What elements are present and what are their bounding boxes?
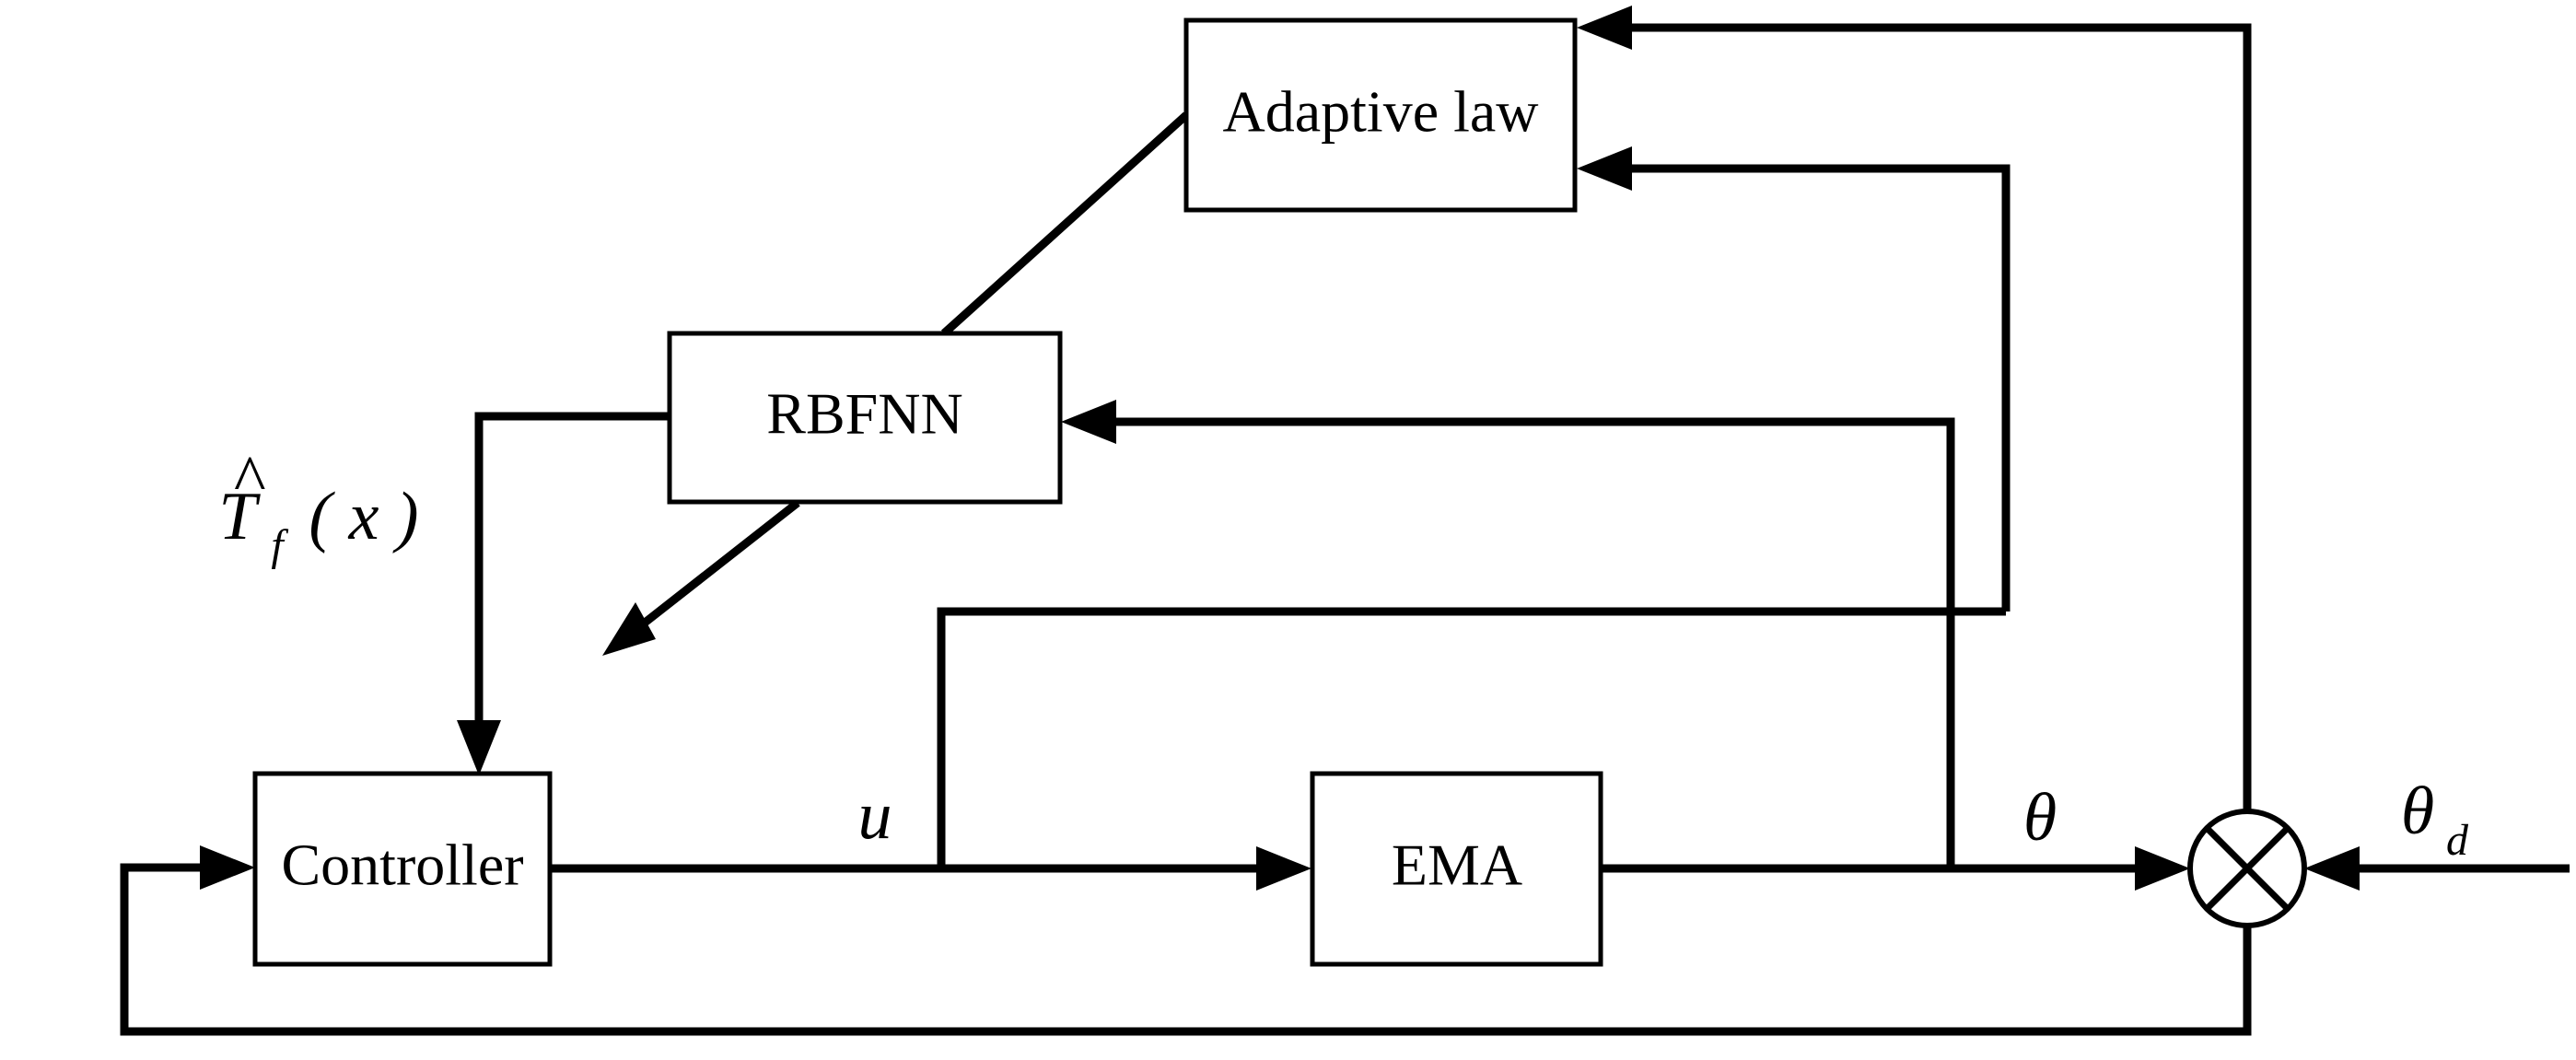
wire-rbfnn-diagonal-output — [633, 499, 800, 634]
label-reference-subscript: d — [2446, 816, 2469, 865]
arrowhead-adaptive-law-input-bottom — [1577, 146, 1632, 191]
block-layer: Adaptive law RBFNN Controller EMA — [252, 17, 1603, 967]
summing-junction[interactable] — [2187, 809, 2307, 928]
label-friction-estimate-T: T — [218, 479, 261, 554]
arrowhead-rbfnn-diagonal-output — [602, 602, 656, 656]
arrowhead-summing-junction-input-left — [2135, 846, 2190, 891]
label-plant-output-theta: θ — [2023, 780, 2057, 856]
label-friction-estimate-arg: ( x ) — [309, 479, 418, 554]
block-controller-label: Controller — [281, 833, 523, 898]
label-reference-theta-d: θ d — [2401, 774, 2469, 865]
wire-u-tap-bus — [937, 607, 2006, 868]
block-rbfnn-rect — [667, 331, 1063, 505]
wire-layer — [120, 6, 2570, 1036]
label-control-input-u: u — [858, 778, 892, 854]
block-rbfnn[interactable]: RBFNN — [667, 331, 1063, 505]
label-friction-estimate-hat: ^ — [232, 442, 265, 518]
arrowhead-controller-input-top — [457, 720, 501, 775]
wire-error-feedback-to-controller — [120, 863, 2252, 1036]
block-controller-rect — [252, 771, 553, 967]
arrowhead-rbfnn-input-right — [1061, 400, 1116, 444]
arrowhead-controller-input-left — [200, 845, 255, 890]
wire-theta-bus-to-adaptive-law — [1621, 164, 2011, 612]
block-ema[interactable]: EMA — [1310, 771, 1603, 967]
arrowhead-ema-input — [1256, 846, 1311, 891]
block-controller[interactable]: Controller — [252, 771, 553, 967]
label-reference-theta: θ — [2401, 774, 2434, 849]
block-adaptive-law-rect — [1183, 17, 1578, 213]
block-ema-label: EMA — [1392, 833, 1522, 898]
arrowhead-adaptive-law-input-top — [1577, 6, 1632, 50]
arrowhead-summing-junction-input-right — [2304, 846, 2360, 891]
signal-label-layer: T ^ f ( x ) u θ θ d — [218, 442, 2469, 865]
block-ema-rect — [1310, 771, 1603, 967]
label-friction-estimate-subscript: f — [271, 521, 288, 570]
wire-rbfnn-to-controller — [474, 412, 670, 729]
label-friction-estimate: T ^ f ( x ) — [218, 442, 418, 570]
wire-rbfnn-to-adaptive-law — [940, 111, 1190, 337]
block-adaptive-law[interactable]: Adaptive law — [1183, 17, 1578, 213]
block-rbfnn-label: RBFNN — [766, 381, 962, 447]
wire-sum-to-adaptive-law — [1621, 23, 2252, 811]
wire-theta-tap-to-rbfnn — [1105, 417, 1955, 868]
summing-junction-cross-b — [2204, 825, 2290, 912]
block-adaptive-law-label: Adaptive law — [1223, 79, 1539, 145]
